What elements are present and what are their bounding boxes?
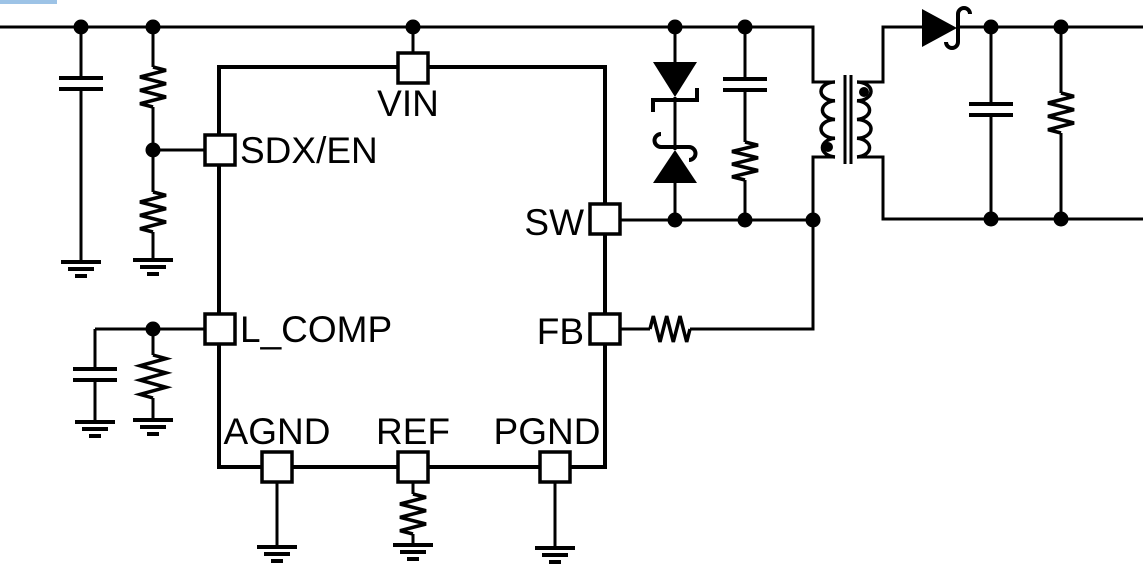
pin-vin [396, 51, 430, 85]
ground-symbols [61, 258, 575, 564]
output-capacitor [969, 102, 1013, 117]
pin-label-vin: VIN [377, 83, 439, 124]
output-rectifier-diode [922, 6, 972, 50]
lcomp-wire [93, 327, 205, 422]
pin-l-comp [203, 312, 237, 346]
pin-fb [588, 312, 622, 346]
pin-labels: VIN SDX/EN L_COMP SW FB AGND REF PGND [224, 83, 601, 452]
junction-dot [983, 19, 999, 35]
junction-dot [667, 212, 683, 228]
secondary-top-wire [857, 25, 922, 84]
ground-icon [393, 543, 433, 561]
accent-bar [0, 0, 57, 4]
clamp-zener-diode [651, 62, 699, 112]
junction-dot [737, 212, 753, 228]
flyback-transformer [819, 75, 873, 164]
output-load-resistor [1047, 91, 1075, 135]
junction-dot [405, 19, 421, 35]
junction-dot [737, 19, 753, 35]
snubber-capacitor [723, 77, 767, 92]
primary-polarity-dot [823, 142, 833, 152]
transformer-core [843, 75, 853, 164]
junction-dots [73, 19, 1069, 337]
junction-dot [1053, 19, 1069, 35]
junction-dot [145, 19, 161, 35]
junction-dot [983, 211, 999, 227]
junction-dot [73, 19, 89, 35]
enable-divider-resistor-top [139, 65, 167, 109]
pin-label-sw: SW [524, 202, 584, 243]
ground-icon [61, 260, 101, 278]
ground-icon [257, 545, 297, 563]
enable-divider-resistor-bottom [139, 190, 167, 234]
ground-icon [75, 420, 115, 438]
junction-dot [667, 19, 683, 35]
output-return-rail-wire [857, 155, 1143, 221]
junction-dot [805, 212, 821, 228]
primary-winding [819, 80, 836, 159]
feedback-resistor [648, 315, 692, 343]
ground-icon [133, 418, 173, 436]
input-capacitor [59, 76, 103, 91]
ic-pins [203, 51, 622, 484]
pin-pgnd [538, 450, 572, 484]
clamp-schottky-diode [652, 132, 698, 183]
pin-label-fb: FB [537, 311, 584, 352]
lcomp-resistor [133, 353, 173, 400]
fb-loop-wire [690, 155, 835, 331]
junction-dot [145, 142, 161, 158]
pin-sdx-en [203, 133, 237, 167]
pin-ref [396, 450, 430, 484]
ground-icon [133, 258, 173, 276]
ic-body [217, 65, 607, 469]
pin-label-l-comp: L_COMP [240, 309, 392, 350]
secondary-polarity-dot [859, 87, 869, 97]
ref-resistor [399, 492, 427, 536]
snubber-resistor [731, 140, 759, 182]
pin-sw [588, 202, 622, 236]
ground-icon [535, 546, 575, 564]
junction-dot [145, 321, 161, 337]
secondary-winding [856, 80, 873, 159]
pin-label-sdx-en: SDX/EN [240, 130, 378, 171]
junction-dot [1053, 211, 1069, 227]
pin-label-agnd: AGND [224, 411, 331, 452]
pin-agnd [260, 450, 294, 484]
lcomp-capacitor [73, 367, 117, 382]
pin-label-ref: REF [376, 411, 450, 452]
pin-label-pgnd: PGND [494, 411, 601, 452]
